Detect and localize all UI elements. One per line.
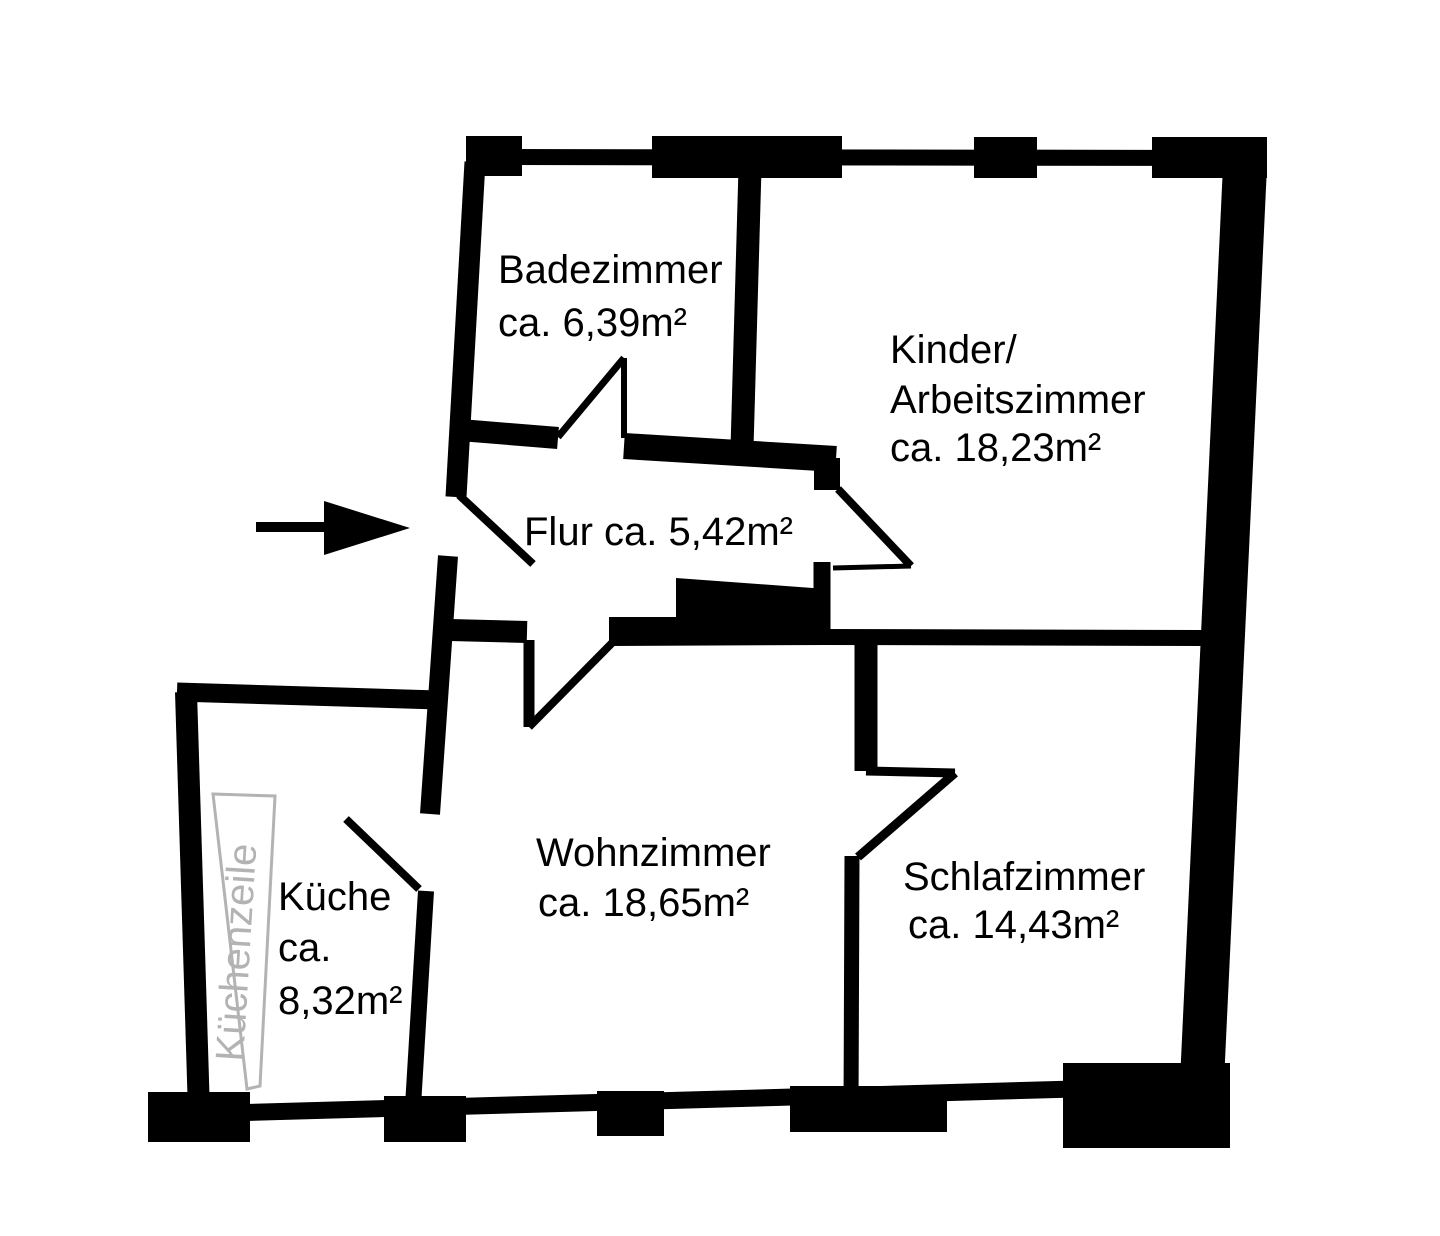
room-label-badezimmer-name: Badezimmer [498,248,723,292]
room-label-kueche-name: Küche [278,875,391,919]
room-label-badezimmer-area: ca. 6,39m² [498,301,687,345]
wall-kueche-top [176,682,439,710]
wall-badezimmer-bottom-right [623,433,837,472]
room-label-kinderzimmer-area: ca. 18,23m² [890,426,1101,470]
wall-kueche-wohnzimmer [405,890,434,1107]
wall-kueche-left [175,691,210,1113]
window-block-bottom-2 [597,1091,664,1136]
room-labels: Badezimmer ca. 6,39m² Kinder/ Arbeitszim… [278,248,1146,1023]
room-label-kinderzimmer-line2: Arbeitszimmer [890,378,1146,422]
room-label-wohnzimmer-name: Wohnzimmer [536,831,771,875]
wall-left-upper [445,161,486,498]
entrance-arrow-head [324,501,410,555]
room-label-schlafzimmer-area: ca. 14,43m² [908,903,1119,947]
window-blocks [148,136,1267,1148]
door-swings [343,355,958,892]
wall-badezimmer-kinderzimmer [730,167,762,449]
corner-block-bottom-right [1063,1063,1230,1148]
door-swing-wohnzimmer [526,640,615,730]
wall-schlafzimmer-left-lower [843,855,860,1113]
wall-duct-flur-wohnzimmer [609,578,826,646]
door-swing-kueche [343,816,422,892]
door-swing-badezimmer [555,355,627,440]
room-label-kueche-ca: ca. [278,926,331,970]
wall-flur-stub [449,619,528,643]
corner-block-top-right [1152,137,1267,178]
door-chord-kinderzimmer [832,563,912,571]
room-label-kinderzimmer-line1: Kinder/ [890,328,1018,372]
kitchen-unit-outline [211,792,277,1091]
door-leaf-schlafzimmer [865,766,956,778]
window-block-top-right [974,137,1037,178]
wall-top [465,149,1267,166]
entrance-arrow-icon [256,501,410,555]
window-block-bottom-3 [790,1086,947,1132]
room-label-schlafzimmer-name: Schlafzimmer [903,855,1145,899]
wall-kinderzimmer-bottom [819,629,1207,646]
room-label-kueche-area: 8,32m² [278,979,403,1023]
window-block-bottom-1 [384,1096,466,1142]
inner-walls [449,167,1207,1113]
corner-block-bottom-left [148,1092,250,1142]
door-swing-kinderzimmer [835,486,914,569]
window-block-top-left [466,136,522,176]
wall-block-kinderzimmer-door [814,458,840,490]
door-swing-schlafzimmer [855,769,958,861]
wall-left-middle [420,555,458,815]
wall-badezimmer-bottom-left [459,419,559,449]
wall-right [1178,164,1267,1126]
room-label-wohnzimmer-area: ca. 18,65m² [538,881,749,925]
room-label-flur: Flur ca. 5,42m² [524,510,793,554]
door-swing-entrance [456,492,536,567]
